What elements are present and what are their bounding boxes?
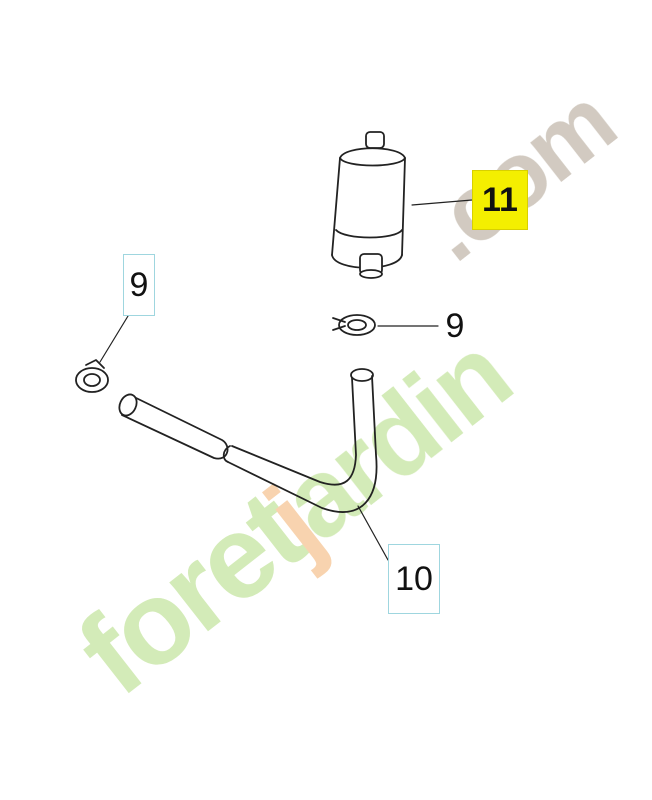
hose-clamp-left bbox=[75, 315, 129, 393]
callout-11: 11 bbox=[472, 170, 528, 230]
callout-9-right: 9 bbox=[445, 307, 465, 345]
callout-9-left: 9 bbox=[123, 254, 155, 316]
fuel-filter bbox=[331, 131, 473, 279]
hose-straight bbox=[118, 393, 229, 460]
callout-10: 10 bbox=[388, 544, 440, 614]
fuel-hose bbox=[222, 368, 389, 561]
hose-clamp-right bbox=[332, 314, 439, 336]
